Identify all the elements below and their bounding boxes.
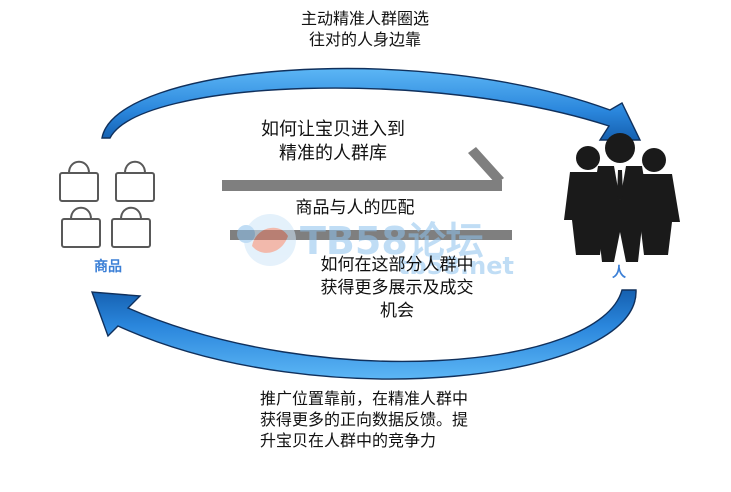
shopping-bags-icon-group [59, 160, 155, 248]
bottom-note: 推广位置靠前，在精准人群中 获得更多的正向数据反馈。提 升宝贝在人群中的竞争力 [260, 388, 500, 451]
bottom-flow-arrow [90, 289, 637, 380]
top-note: 主动精准人群圈选 往对的人身边靠 [265, 8, 465, 50]
watermark-subtext: tb58.net [398, 252, 515, 280]
question-text-line: 如何在这部分人群中 [320, 255, 474, 275]
question-text-line: 获得更多展示及成交 [320, 278, 474, 298]
match-slot-bars [222, 147, 512, 240]
bottom-note-line: 升宝贝在人群中的竞争力 [260, 431, 437, 450]
people-label: 人 [612, 265, 626, 281]
people-group-icon [564, 133, 680, 262]
question-text-line: 机会 [380, 301, 414, 321]
bottom-note-line: 获得更多的正向数据反馈。提 [260, 410, 469, 429]
top-note-line: 主动精准人群圈选 [300, 9, 429, 28]
watermark-logo [237, 214, 296, 266]
goal-text-line: 如何让宝贝进入到 [261, 119, 405, 140]
shopping-bag-icon [111, 206, 151, 248]
question-text: 如何在这部分人群中 获得更多展示及成交 机会 [292, 254, 502, 323]
match-label: 商品与人的匹配 [295, 198, 415, 218]
shopping-bag-icon [59, 160, 99, 202]
goods-label: 商品 [94, 259, 122, 275]
goal-text-line: 精准的人群库 [279, 143, 387, 164]
top-flow-arrow [101, 67, 642, 141]
shopping-bag-icon [115, 160, 155, 202]
goal-text: 如何让宝贝进入到 精准的人群库 [228, 118, 438, 166]
watermark-text: TB58论坛 [300, 219, 484, 263]
bottom-note-line: 推广位置靠前，在精准人群中 [260, 389, 469, 408]
top-note-line: 往对的人身边靠 [308, 30, 421, 49]
shopping-bag-icon [61, 206, 101, 248]
